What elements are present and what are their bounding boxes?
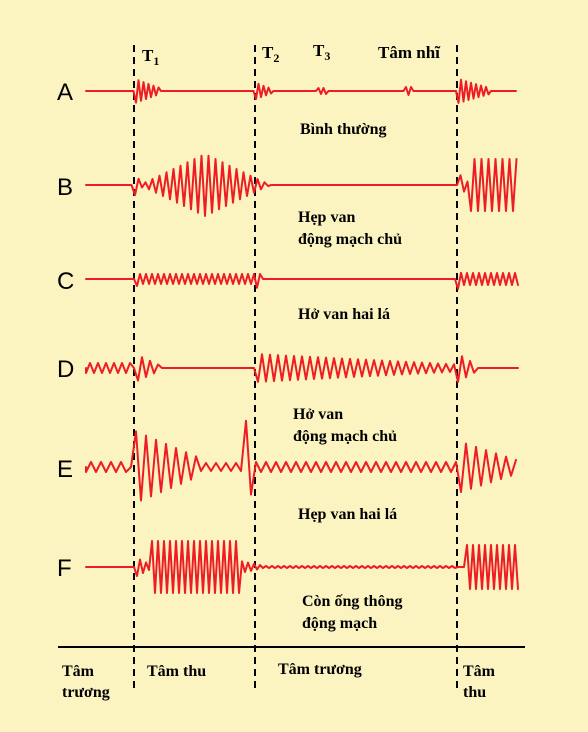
waveform-patent-ductus bbox=[85, 540, 519, 594]
caption-mitral-regurgitation: Hở van hai lá bbox=[298, 306, 390, 323]
caption-normal: Bình thường bbox=[300, 121, 387, 138]
marker-t3: T3 bbox=[313, 41, 330, 63]
marker-atrial: Tâm nhĩ bbox=[378, 43, 441, 62]
waveform-mitral-stenosis bbox=[85, 419, 517, 502]
marker-t1: T1 bbox=[142, 46, 159, 68]
row-letter-e: E bbox=[57, 456, 73, 483]
waveform-normal bbox=[85, 78, 517, 104]
row-letter-b: B bbox=[57, 174, 73, 201]
marker-t2: T2 bbox=[262, 43, 279, 65]
row-letter-a: A bbox=[57, 79, 73, 106]
phase-diastole-start-line2: trương bbox=[62, 684, 110, 701]
waveform-aortic-regurgitation bbox=[85, 353, 519, 383]
phase-systole-end-line1: Tâm bbox=[463, 663, 496, 680]
caption-aortic-regurgitation-line2: động mạch chủ bbox=[293, 428, 397, 445]
row-letter-f: F bbox=[57, 555, 72, 582]
phase-systole: Tâm thu bbox=[147, 663, 206, 680]
waveform-mitral-regurgitation bbox=[85, 271, 519, 290]
caption-patent-ductus-line2: động mạch bbox=[302, 615, 377, 632]
waveform-aortic-stenosis bbox=[85, 154, 518, 217]
phase-diastole-start-line1: Tâm bbox=[62, 663, 95, 680]
caption-mitral-stenosis: Hẹp van hai lá bbox=[298, 506, 397, 523]
caption-aortic-stenosis-line2: động mạch chủ bbox=[298, 231, 402, 248]
caption-aortic-stenosis-line1: Hẹp van bbox=[298, 209, 355, 226]
row-letter-c: C bbox=[57, 268, 74, 295]
caption-patent-ductus-line1: Còn ống thông bbox=[302, 593, 402, 610]
phase-diastole: Tâm trương bbox=[278, 661, 362, 678]
caption-aortic-regurgitation-line1: Hở van bbox=[293, 406, 343, 423]
row-letter-d: D bbox=[57, 356, 74, 383]
phase-systole-end-line2: thu bbox=[463, 684, 486, 701]
